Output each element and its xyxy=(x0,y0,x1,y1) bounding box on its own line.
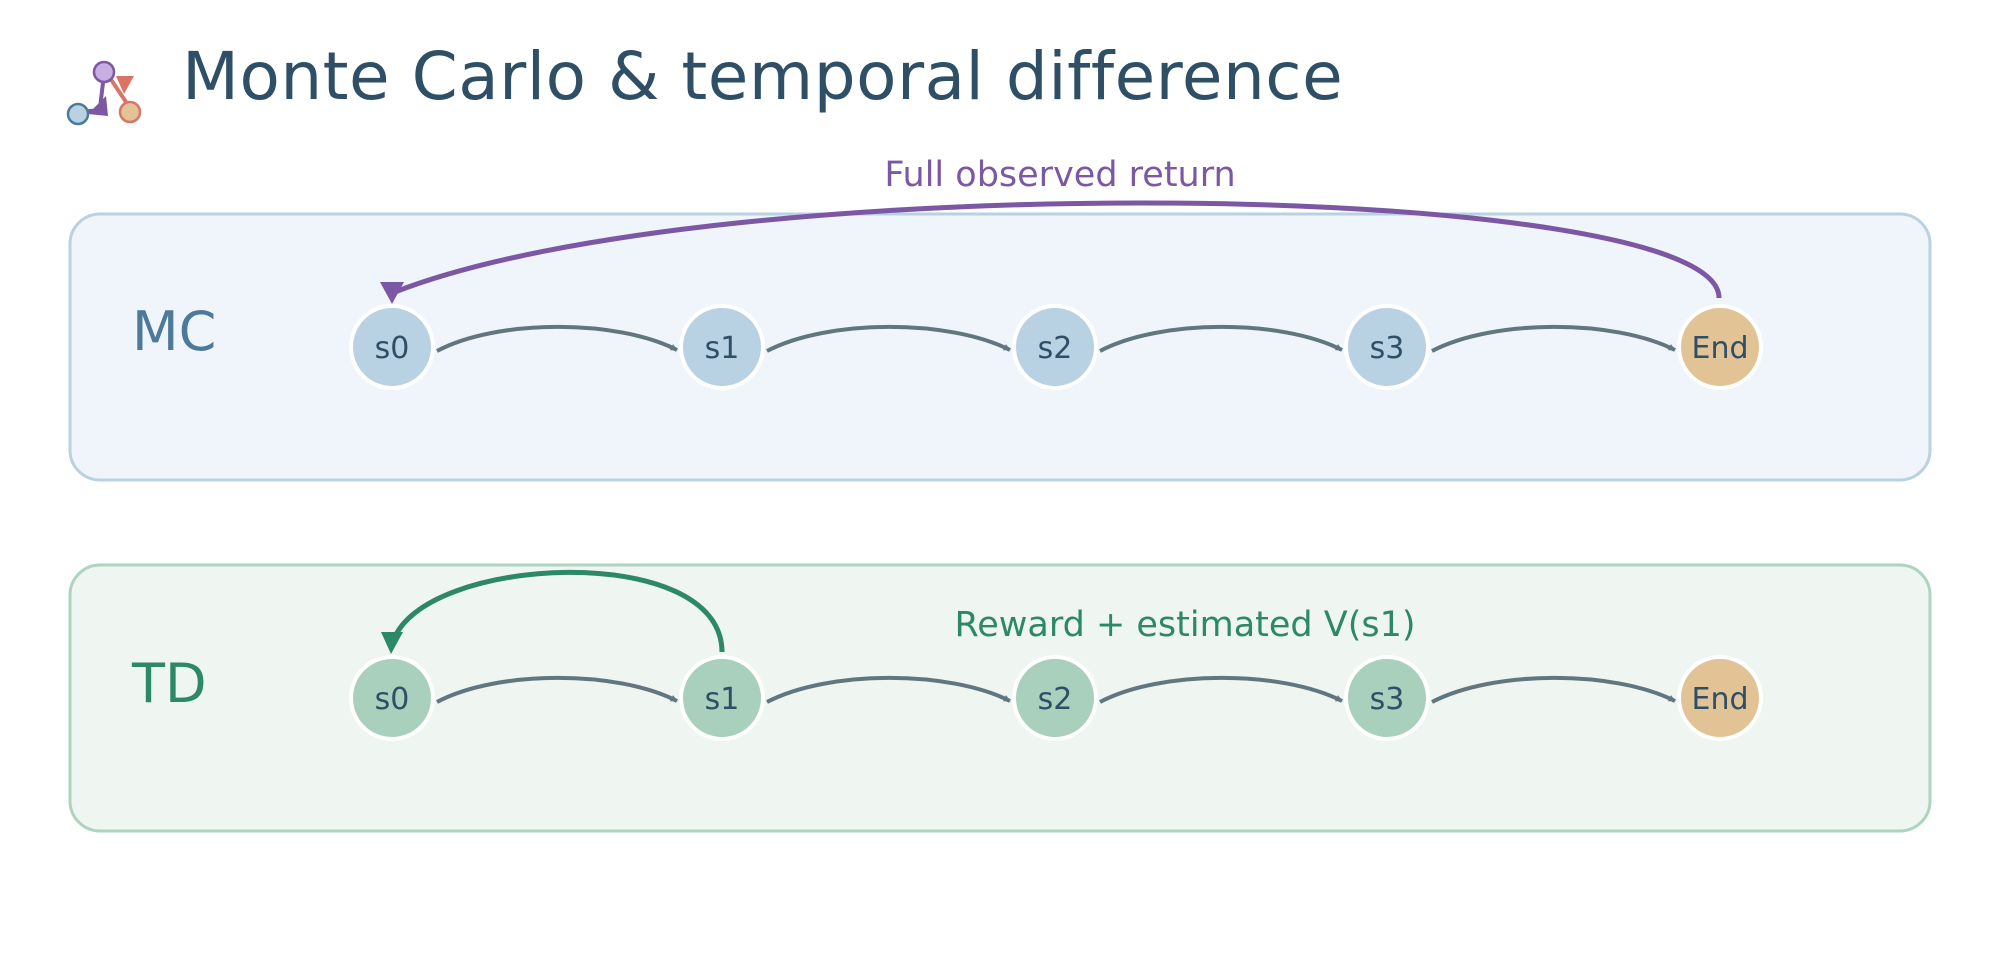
td-node-s0: s0 xyxy=(349,655,435,741)
mc-node-s1: s1 xyxy=(679,304,765,390)
td-node-s1: s1 xyxy=(679,655,765,741)
mc-node-s2: s2 xyxy=(1012,304,1098,390)
td-node-label: s2 xyxy=(1038,682,1073,717)
td-return-label: Reward + estimated V(s1) xyxy=(954,605,1415,645)
mc-node-label: s2 xyxy=(1038,331,1073,366)
mc-edge-s2-to-s3 xyxy=(1099,324,1343,353)
td-node-end: End xyxy=(1677,655,1763,741)
page-title: Monte Carlo & temporal difference xyxy=(182,38,1344,115)
td-edge-s3-to-end xyxy=(1431,675,1676,704)
mc-return-arrowhead xyxy=(380,282,404,304)
td-panel: TD s0 s1 s2 s3 End Reward + estimated V(s1) xyxy=(68,563,1932,833)
td-return-arrowhead xyxy=(381,632,403,654)
mc-edge-s1-to-s2 xyxy=(766,324,1011,353)
mc-return-arrow xyxy=(380,200,1722,304)
mc-node-end: End xyxy=(1677,304,1763,390)
td-edge-s2-to-s3 xyxy=(1099,675,1343,704)
td-node-label: s0 xyxy=(375,682,410,717)
td-node-label: s1 xyxy=(705,682,740,717)
td-node-s3: s3 xyxy=(1344,655,1430,741)
mc-panel: MC s0 s1 s2 s3 End Full observed return xyxy=(68,155,1932,482)
mc-return-label: Full observed return xyxy=(884,155,1235,195)
mc-node-s3: s3 xyxy=(1344,304,1430,390)
td-return-arrow xyxy=(381,569,725,654)
mc-edge-s3-to-end xyxy=(1431,324,1676,353)
mc-node-label: s1 xyxy=(705,331,740,366)
mc-node-label: End xyxy=(1691,331,1748,366)
mc-node-s0: s0 xyxy=(349,304,435,390)
td-edge-s1-to-s2 xyxy=(766,675,1011,704)
td-node-label: s3 xyxy=(1370,682,1405,717)
mc-edge-s0-to-s1 xyxy=(436,324,678,353)
network-logo-icon xyxy=(66,60,142,126)
td-row-label: TD xyxy=(131,652,207,715)
mc-node-label: s0 xyxy=(375,331,410,366)
mc-row-label: MC xyxy=(132,300,216,363)
mc-node-label: s3 xyxy=(1370,331,1405,366)
td-node-label: End xyxy=(1691,682,1748,717)
td-edge-s0-to-s1 xyxy=(436,675,678,704)
td-node-s2: s2 xyxy=(1012,655,1098,741)
